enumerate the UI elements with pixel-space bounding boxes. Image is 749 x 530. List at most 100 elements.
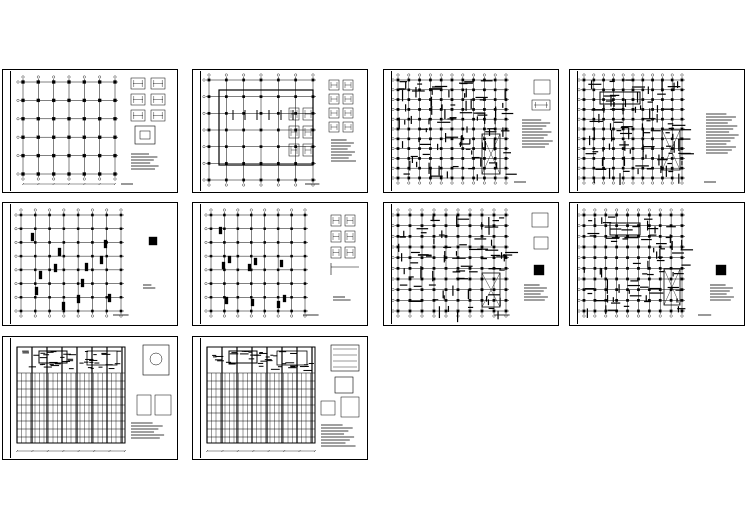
column-mark	[661, 176, 664, 180]
section-detail	[531, 212, 549, 228]
column-mark	[483, 127, 486, 131]
column-mark	[661, 78, 664, 82]
drawing-sheet-4[interactable]	[569, 69, 745, 193]
axis-bubble	[391, 157, 395, 160]
column-mark	[439, 108, 443, 111]
column-mark	[396, 147, 400, 150]
drawing-sheet-8[interactable]	[569, 202, 745, 326]
section-detail	[533, 236, 549, 250]
footing-mark	[113, 98, 117, 103]
column-mark	[456, 256, 460, 260]
column-mark	[651, 176, 654, 180]
column-mark	[432, 277, 436, 281]
column-mark	[670, 98, 674, 101]
column-mark	[504, 176, 508, 180]
axis-bubble	[670, 181, 674, 185]
column-mark	[276, 309, 280, 313]
drawing-sheet-1[interactable]	[2, 69, 178, 193]
column-mark	[647, 256, 651, 260]
column-mark	[461, 78, 465, 82]
drawing-sheet-2[interactable]	[192, 69, 368, 193]
column-mark	[661, 108, 664, 111]
axis-bubble	[204, 254, 208, 258]
footing-mark	[82, 153, 86, 158]
column-mark	[504, 108, 508, 111]
axis-bubble	[113, 177, 117, 181]
column-mark	[250, 296, 253, 299]
column-mark	[236, 241, 240, 244]
column-mark	[19, 296, 23, 299]
column-mark	[408, 213, 412, 217]
axis-bubble	[391, 213, 395, 217]
drawing-sheet-5[interactable]	[2, 202, 178, 326]
column-mark	[91, 241, 94, 244]
axis-bubble	[263, 314, 267, 318]
column-mark	[119, 254, 123, 258]
column-mark	[483, 98, 486, 101]
column-mark	[461, 147, 465, 150]
sheet-title-strip	[194, 338, 201, 458]
column-mark	[276, 213, 280, 217]
column-mark	[420, 277, 424, 281]
column-mark	[420, 298, 424, 302]
column-mark	[444, 234, 448, 238]
column-mark	[602, 176, 605, 180]
column-mark	[236, 282, 240, 285]
column-mark	[593, 266, 597, 270]
column-mark	[119, 282, 123, 285]
column-mark	[658, 224, 662, 228]
column-mark	[450, 108, 454, 111]
column-mark	[493, 147, 497, 150]
drawing-sheet-10[interactable]	[192, 336, 368, 460]
axis-bubble	[209, 314, 213, 318]
axis-bubble	[113, 75, 117, 79]
column-mark	[504, 288, 508, 292]
column-mark	[105, 254, 108, 258]
column-mark	[615, 256, 619, 260]
drawing-sheet-7[interactable]	[383, 202, 559, 326]
axis-bubble	[577, 288, 581, 292]
column-mark	[418, 147, 421, 150]
column-mark	[439, 166, 443, 170]
axis-bubble	[592, 73, 596, 77]
column-mark	[396, 234, 400, 238]
column-mark	[637, 256, 640, 260]
column-mark	[276, 282, 280, 285]
axis-bubble	[76, 314, 80, 318]
column-mark	[592, 137, 596, 141]
column-mark	[680, 234, 684, 238]
detail-circle	[149, 352, 163, 366]
column-section-callout	[34, 286, 39, 296]
drawing-sheet-6[interactable]	[192, 202, 368, 326]
column-mark	[647, 298, 651, 302]
column-mark	[209, 241, 213, 244]
column-mark	[472, 88, 475, 92]
dimension-tick	[313, 449, 317, 453]
axis-bubble	[294, 183, 298, 187]
dimension-tick	[21, 182, 25, 186]
column-mark	[483, 137, 486, 141]
column-mark	[259, 161, 263, 165]
drawing-sheet-9[interactable]	[2, 336, 178, 460]
column-mark	[420, 309, 424, 313]
column-mark	[91, 268, 94, 272]
stair-core	[663, 268, 681, 306]
column-mark	[492, 266, 496, 270]
drawing-sheet-3[interactable]	[383, 69, 559, 193]
axis-bubble	[16, 98, 20, 102]
column-mark	[450, 127, 454, 131]
axis-bubble	[468, 208, 472, 212]
column-mark	[276, 254, 280, 258]
column-mark	[19, 309, 23, 313]
section-detail	[328, 79, 340, 91]
axis-bubble	[612, 181, 615, 185]
footing-mark	[21, 117, 25, 121]
column-mark	[593, 245, 597, 249]
column-mark	[444, 245, 448, 249]
axis-bubble	[204, 213, 208, 217]
column-mark	[429, 147, 432, 150]
column-mark	[439, 78, 443, 82]
dimension-tick	[123, 449, 127, 453]
column-mark	[621, 157, 625, 160]
column-mark	[493, 176, 497, 180]
